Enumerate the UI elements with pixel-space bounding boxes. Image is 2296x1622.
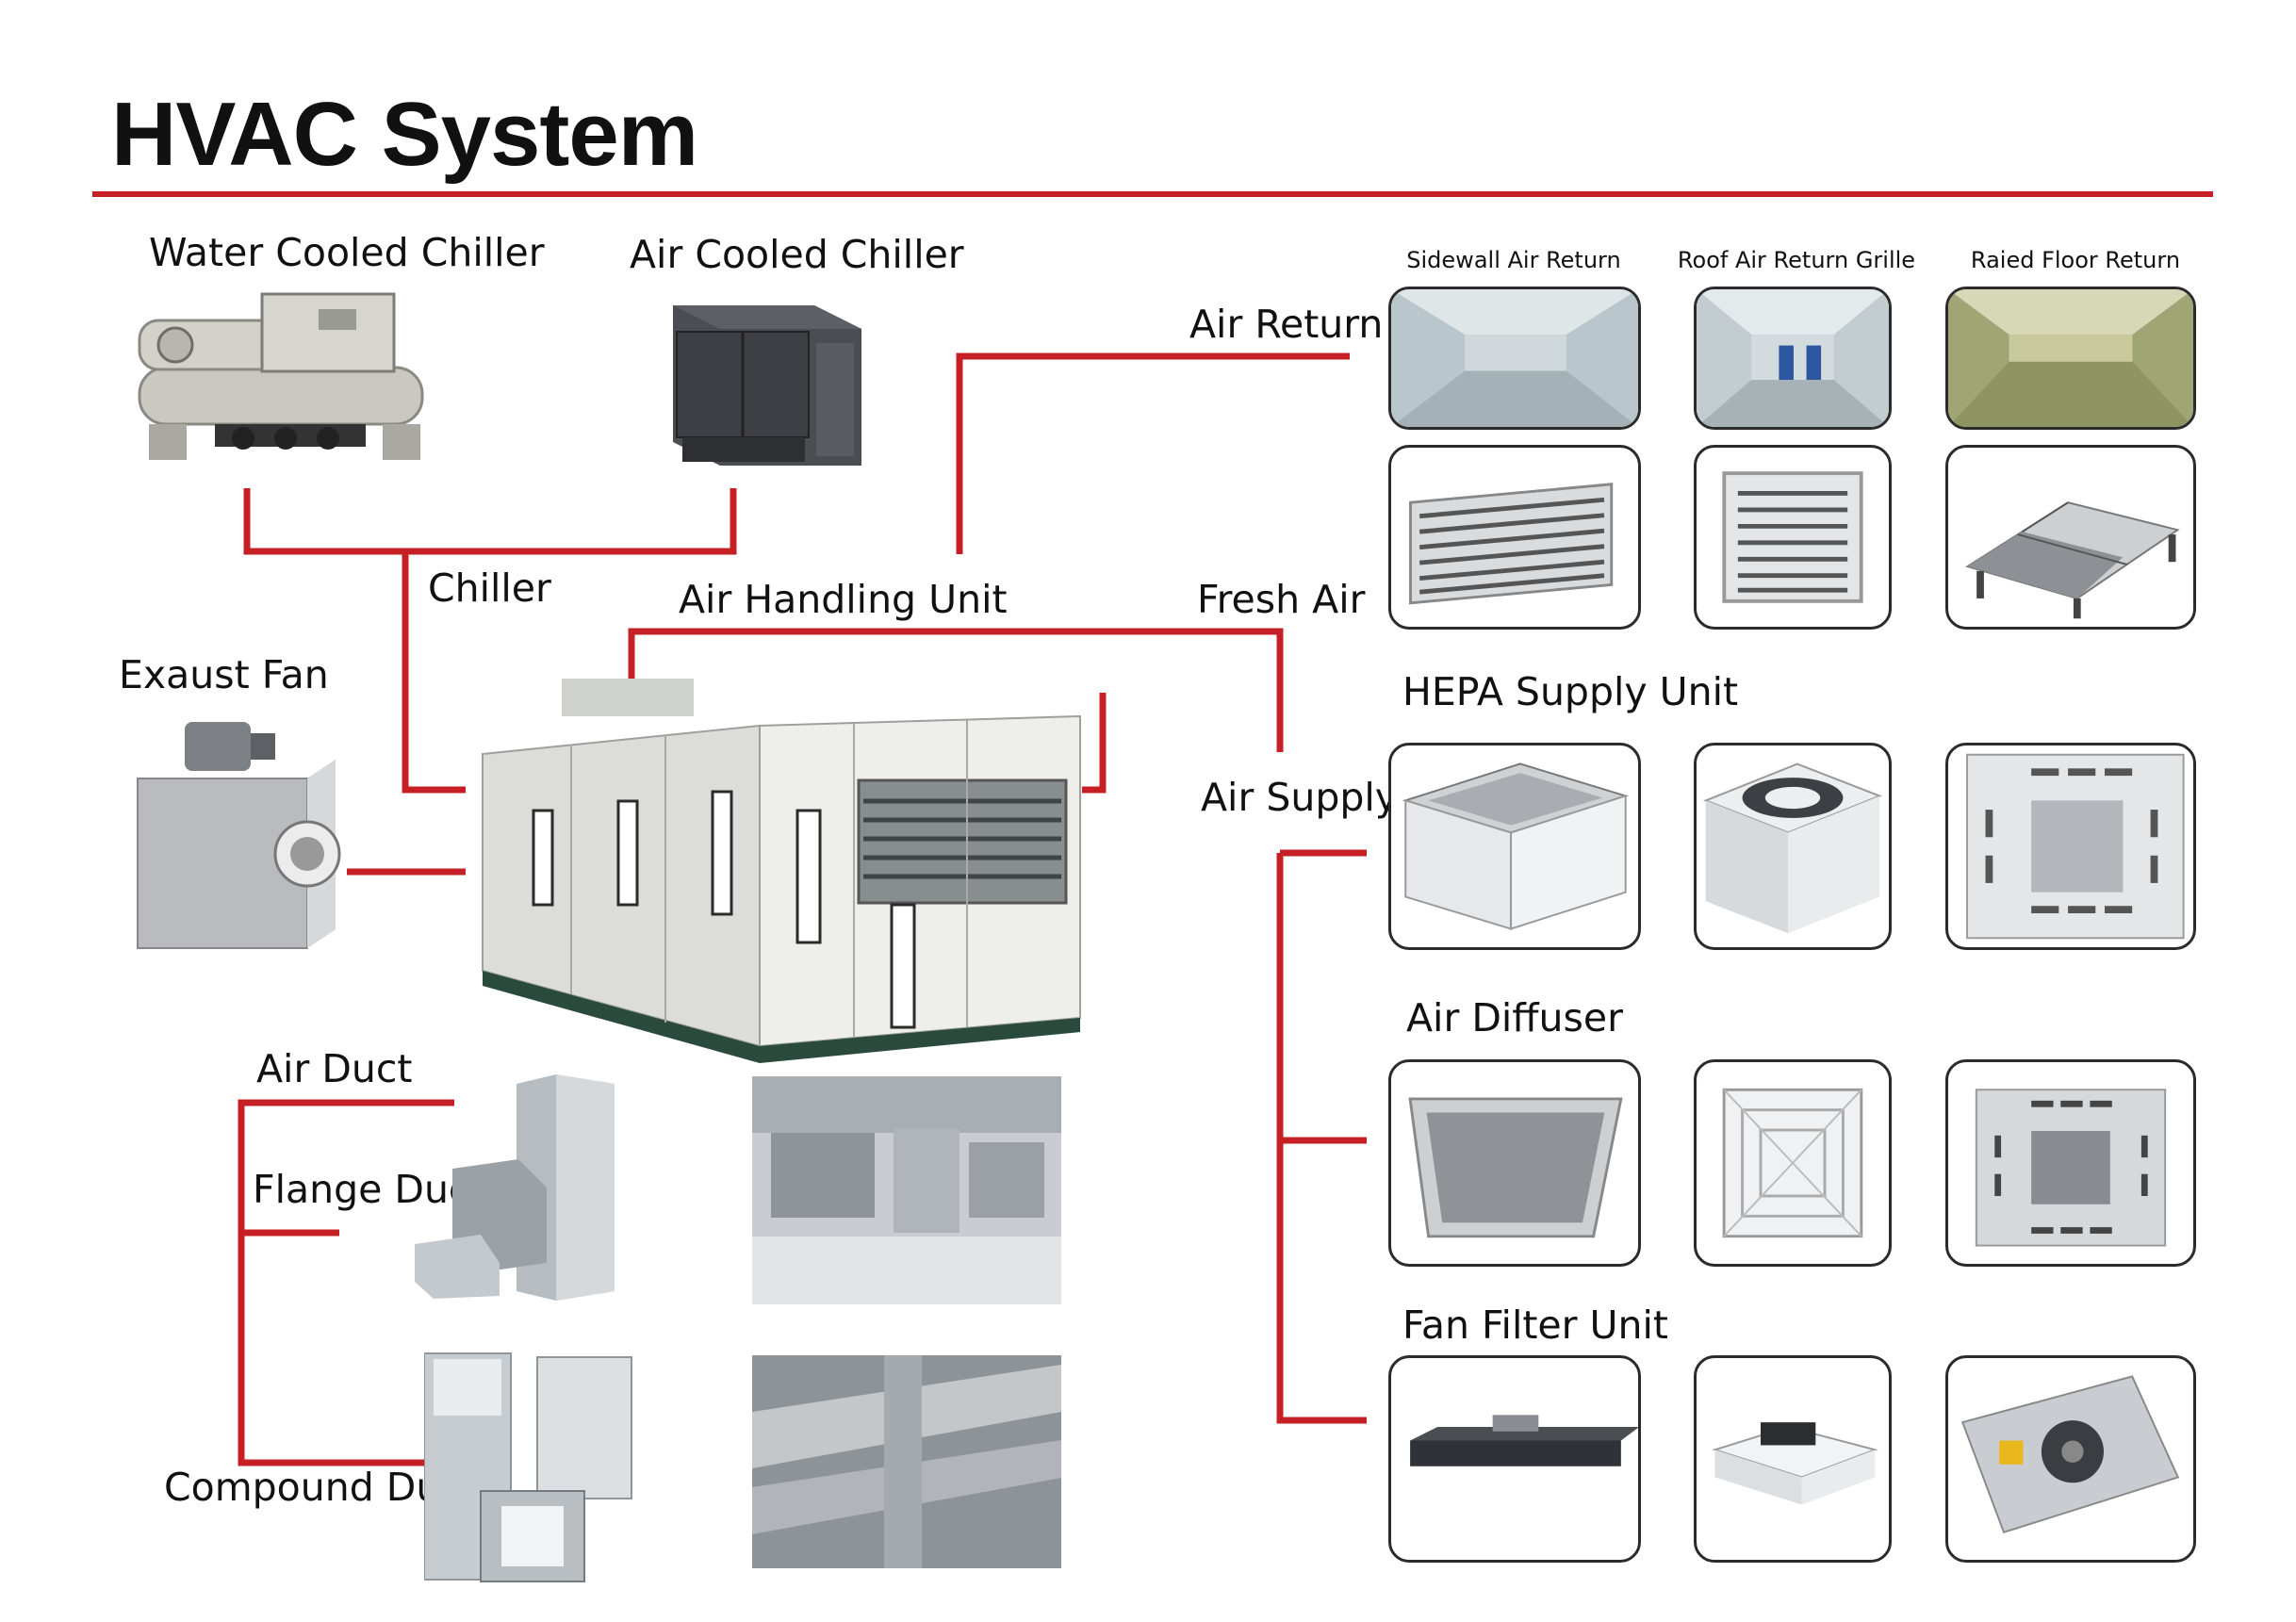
flange-duct-image (415, 1074, 624, 1301)
label-air-handling-unit: Air Handling Unit (679, 577, 1008, 622)
ffu-white-tile (1694, 1355, 1892, 1563)
hepa-box-tile (1388, 743, 1641, 950)
label-fresh-air: Fresh Air (1197, 577, 1366, 622)
exhaust-fan-image (128, 713, 341, 956)
air-handling-unit-image (477, 660, 1091, 1067)
label-air-duct: Air Duct (256, 1046, 413, 1091)
label-chiller: Chiller (428, 565, 551, 611)
label-exaust-fan: Exaust Fan (119, 652, 329, 697)
duct-installation-photo (752, 1076, 1061, 1304)
diffuser-square-tile (1694, 1059, 1892, 1267)
label-roof-air-return-grille: Roof Air Return Grille (1677, 247, 1916, 273)
label-fan-filter-unit: Fan Filter Unit (1402, 1303, 1668, 1348)
label-air-cooled-chiller: Air Cooled Chiller (630, 232, 964, 277)
raised-floor-panel-tile (1945, 445, 2196, 630)
label-flange-duct: Flange Duct (253, 1167, 485, 1212)
label-air-supply: Air Supply (1201, 775, 1399, 820)
air-cooled-chiller-image (654, 287, 873, 475)
label-air-diffuser: Air Diffuser (1406, 995, 1623, 1040)
compound-duct-image (424, 1350, 637, 1585)
ceiling-duct-photo (752, 1355, 1061, 1568)
water-cooled-chiller-image (121, 283, 456, 471)
hepa-swirl-tile (1694, 743, 1892, 950)
label-water-cooled-chiller: Water Cooled Chiller (149, 230, 545, 275)
ffu-fan-tile (1945, 1355, 2196, 1563)
diffuser-filter-tile (1388, 1059, 1641, 1267)
roof-air-return-room-tile (1694, 287, 1892, 430)
diffuser-perforated-tile (1945, 1059, 2196, 1267)
title-divider (92, 191, 2213, 197)
raised-floor-return-room-tile (1945, 287, 2196, 430)
label-air-return: Air Return (1189, 302, 1384, 347)
sidewall-grille-tile (1388, 445, 1641, 630)
sidewall-air-return-room-tile (1388, 287, 1641, 430)
label-hepa-supply-unit: HEPA Supply Unit (1402, 669, 1739, 714)
roof-return-grille-tile (1694, 445, 1892, 630)
ffu-dark-tile (1388, 1355, 1641, 1563)
hepa-panel-tile (1945, 743, 2196, 950)
label-sidewall-air-return: Sidewall Air Return (1406, 247, 1621, 273)
label-raied-floor-return: Raied Floor Return (1970, 247, 2181, 273)
page-title: HVAC System (111, 84, 698, 185)
